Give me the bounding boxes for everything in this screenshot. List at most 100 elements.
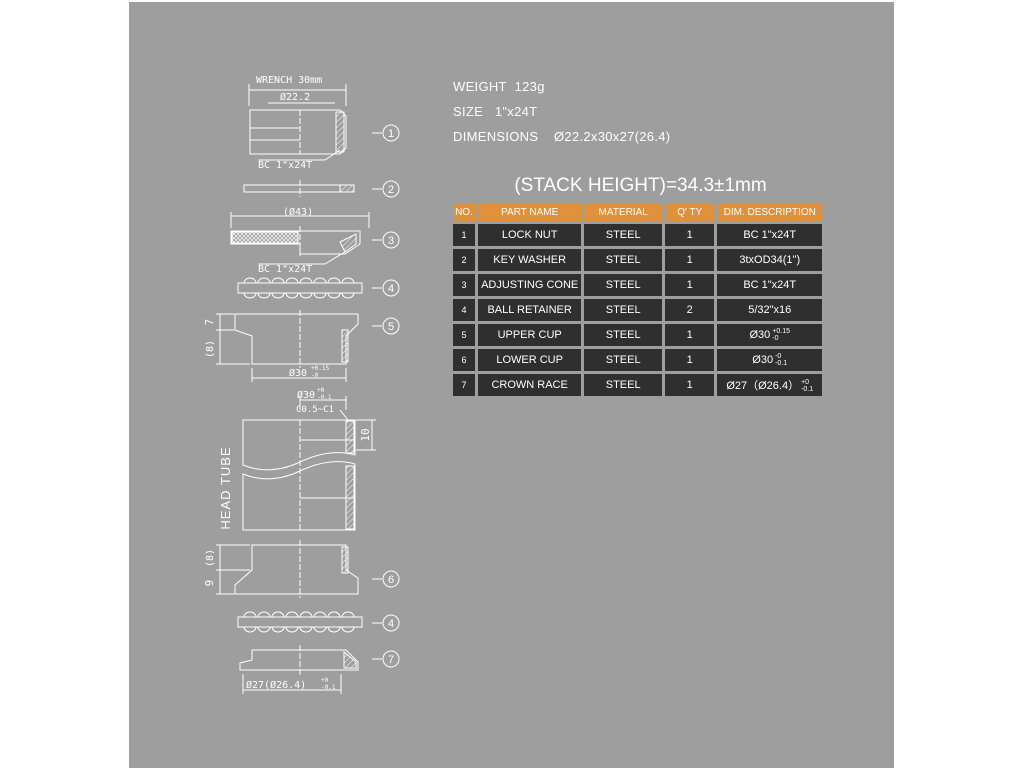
dim-value: Ø30 [749,328,771,341]
cell-dim-description: BC 1"x24T [717,224,822,246]
dimensions-value: Ø22.2x30x27(26.4) [554,129,671,144]
size-label: SIZE [453,104,484,119]
callout-4-lower: 4 [372,614,400,632]
weight-value: 123g [514,79,545,94]
svg-text:2: 2 [388,184,394,196]
cell-qty: 2 [664,299,715,321]
callout-5: 5 [372,317,400,335]
header-material: MATERIAL [584,203,662,221]
dimensions-label: DIMENSIONS [453,129,539,144]
cell-part-name: LOCK NUT [477,224,582,246]
cell-no: 2 [453,249,475,271]
dia-27-label: Ø27(Ø26.4) [246,679,306,691]
cell-part-name: CROWN RACE [477,374,582,396]
cell-material: STEEL [584,349,662,371]
dim-value: Ø30 [752,353,774,366]
dim-tolerance: +0.15-0 [772,328,790,342]
parts-table: NO. PART NAME MATERIAL Q' TY DIM. DESCRI… [450,200,825,399]
part-ball-retainer-lower [237,611,363,633]
cell-material: STEEL [584,299,662,321]
dim-value: 3txOD34(1") [739,254,801,266]
cell-part-name: LOWER CUP [477,349,582,371]
tol-top: +0 [801,379,810,387]
dia-30-upper-tol-top: +0.15 [311,365,329,372]
table-header-row: NO. PART NAME MATERIAL Q' TY DIM. DESCRI… [453,203,822,221]
dim-9-label: 9 [203,580,216,587]
bc-label-1: BC 1"x24T [258,160,312,171]
dim-value: 5/32"x16 [748,304,792,316]
tol-top: +0.15 [772,328,790,335]
callout-7: 7 [372,650,400,668]
cell-part-name: KEY WASHER [477,249,582,271]
part-upper-cup: 7 (8) Ø30 +0.15 -0 [203,310,359,382]
cell-no: 5 [453,324,475,346]
cell-material: STEEL [584,224,662,246]
cell-qty: 1 [664,324,715,346]
cell-no: 6 [453,349,475,371]
stack-height-title: (STACK HEIGHT)=34.3±1mm [514,175,767,196]
cell-no: 3 [453,274,475,296]
dia-30-lower-tol-top: +0 [317,387,325,394]
dim-value: BC 1"x24T [743,229,797,241]
dim-value: BC 1"x24T [743,279,797,291]
header-dim-description: DIM. DESCRIPTION [717,203,822,221]
header-qty: Q' TY [664,203,715,221]
head-tube: Ø30 +0 -0.1 C0.5~C1 10 HEAD TUBE [218,387,376,531]
svg-text:4: 4 [388,283,394,295]
weight-spec: WEIGHT 123g [453,79,545,94]
dim-8-lower-label: (8) [205,549,216,567]
weight-label: WEIGHT [453,79,507,94]
dia-30-lower-label: Ø30 [297,389,315,401]
tol-top: -0 [775,353,782,360]
callouts: 1 2 3 4 5 6 4 7 [372,124,400,668]
dim-tolerance: -0-0.1 [775,353,787,367]
cell-qty: 1 [664,249,715,271]
cell-part-name: BALL RETAINER [477,299,582,321]
part-adjusting-cone: (Ø43) BC 1"x24T [230,206,370,275]
chamfer-label: C0.5~C1 [296,405,334,415]
head-tube-label: HEAD TUBE [218,446,233,529]
cell-dim-description: 3txOD34(1") [717,249,822,271]
cell-dim-description: Ø30+0.15-0 [717,324,822,346]
cell-material: STEEL [584,374,662,396]
callout-1: 1 [372,124,400,142]
dimensions-spec: DIMENSIONS Ø22.2x30x27(26.4) [453,129,670,144]
size-spec: SIZE 1"x24T [453,104,537,119]
svg-text:1: 1 [388,128,394,140]
part-key-washer [243,180,355,197]
header-part-name: PART NAME [477,203,582,221]
dia-43-label: (Ø43) [283,206,313,218]
cell-dim-description: Ø27（Ø26.4）+0-0.1 [717,374,822,396]
cell-no: 1 [453,224,475,246]
dia-30-lower-tol-bottom: -0.1 [317,394,332,401]
dia-30-upper-label: Ø30 [289,367,307,379]
cell-material: STEEL [584,274,662,296]
wrench-label: WRENCH 30mm [256,75,322,86]
svg-text:6: 6 [388,574,394,586]
dia-30-upper-tol-bottom: -0 [311,372,319,379]
cell-qty: 1 [664,224,715,246]
dim-10-label: 10 [359,428,372,441]
callout-6: 6 [372,570,400,588]
cell-no: 4 [453,299,475,321]
part-ball-retainer-upper [237,277,363,299]
svg-text:4: 4 [388,618,394,630]
part-lower-cup: (8) 9 [203,540,359,598]
cell-qty: 1 [664,374,715,396]
part-crown-race: Ø27(Ø26.4) +0 -0.1 [239,645,359,694]
cell-dim-description: Ø30-0-0.1 [717,349,822,371]
cell-material: STEEL [584,324,662,346]
dia-27-tol-top: +0 [321,677,329,684]
dim-7-label: 7 [203,319,216,326]
size-value: 1"x24T [494,104,538,119]
svg-text:3: 3 [388,235,394,247]
cell-part-name: ADJUSTING CONE [477,274,582,296]
tol-bottom: -0.1 [775,360,788,367]
cell-qty: 1 [664,349,715,371]
cell-part-name: UPPER CUP [477,324,582,346]
